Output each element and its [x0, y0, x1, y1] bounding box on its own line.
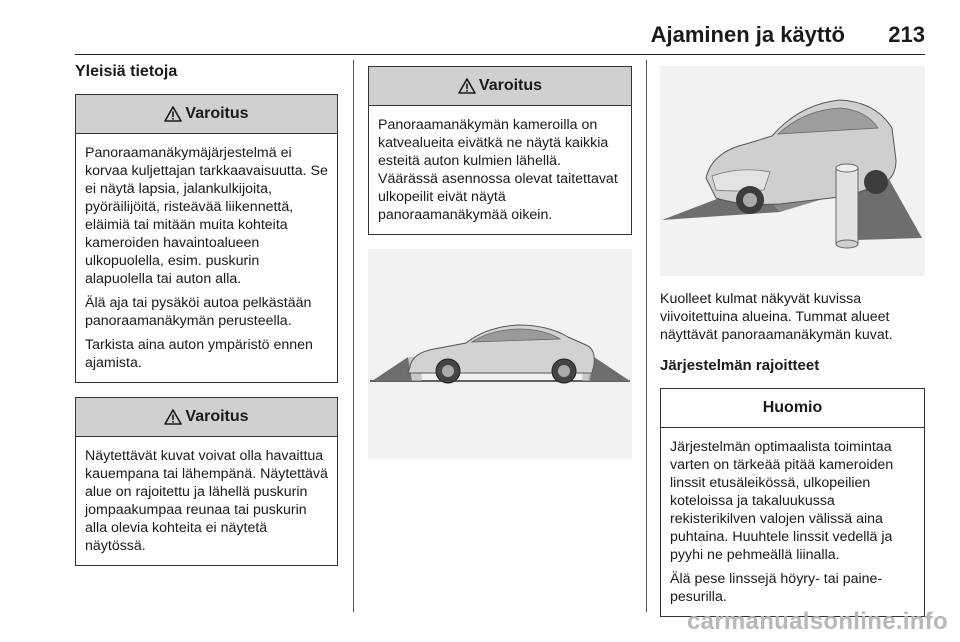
note-paragraph: Järjestelmän optimaalista toimin­taa var… [670, 439, 894, 563]
column-divider [646, 60, 647, 612]
warning-header: Varoitus [76, 398, 337, 437]
chapter-title: Ajaminen ja käyttö [650, 22, 845, 47]
warning-box: Varoitus Panoraamanäkymäjärjestelmä ei k… [75, 94, 338, 383]
section-title: Järjestelmän rajoitteet [660, 357, 820, 374]
section-title: Yleisiä tietoja [75, 63, 178, 80]
note-box: Huomio Järjestelmän optimaalista toimin­… [660, 388, 925, 617]
warning-paragraph: Panoraamanäkymän kameroilla on katvealue… [378, 117, 618, 223]
note-label: Huomio [762, 399, 823, 416]
car-blind-spot-figure [660, 66, 925, 276]
warning-box: Varoitus Näytettävät kuvat voivat olla h… [75, 397, 338, 566]
note-body: Järjestelmän optimaalista toimin­taa var… [661, 428, 924, 616]
warning-label: Varoitus [478, 77, 543, 94]
warning-paragraph: Älä aja tai pysäköi autoa pelkäs­tään pa… [85, 295, 312, 329]
warning-label: Varoitus [185, 105, 249, 122]
note-paragraph: Älä pese linssejä höyry- tai paine­pesur… [670, 571, 883, 605]
note-header: Huomio [661, 389, 924, 428]
warning-body: Näytettävät kuvat voivat olla havaittua … [76, 437, 337, 565]
warning-header: Varoitus [76, 95, 337, 134]
warning-paragraph: Tarkista aina auton ympäristö ennen ajam… [85, 337, 313, 371]
page-header: Ajaminen ja käyttö 213 [0, 22, 925, 55]
warning-header: Varoitus [369, 67, 631, 106]
warning-body: Panoraamanäkymäjärjestelmä ei korvaa kul… [76, 134, 337, 382]
warning-label: Varoitus [185, 408, 249, 425]
header-rule [75, 54, 925, 55]
warning-box: Varoitus Panoraamanäkymän kameroilla on … [368, 66, 632, 235]
figure-caption: Kuolleet kulmat näkyvät kuvissa viivoite… [660, 291, 893, 343]
page-number: 213 [888, 22, 925, 47]
column-2: Varoitus Panoraamanäkymän kameroilla on … [368, 66, 632, 459]
watermark: carmanualsonline.info [686, 608, 948, 635]
warning-paragraph: Näytettävät kuvat voivat olla havaittua … [85, 448, 328, 554]
warning-triangle-icon [458, 78, 476, 94]
warning-body: Panoraamanäkymän kameroilla on katvealue… [369, 106, 631, 234]
warning-triangle-icon [164, 106, 183, 122]
column-1: Yleisiä tietoja Varoitus Panoraamanäkymä… [75, 62, 338, 580]
car-side-view-figure [368, 249, 632, 459]
column-divider [353, 60, 354, 612]
column-3: Kuolleet kulmat näkyvät kuvissa viivoite… [660, 66, 925, 631]
warning-paragraph: Panoraamanäkymäjärjestelmä ei korvaa kul… [85, 145, 328, 287]
warning-triangle-icon [164, 409, 183, 425]
